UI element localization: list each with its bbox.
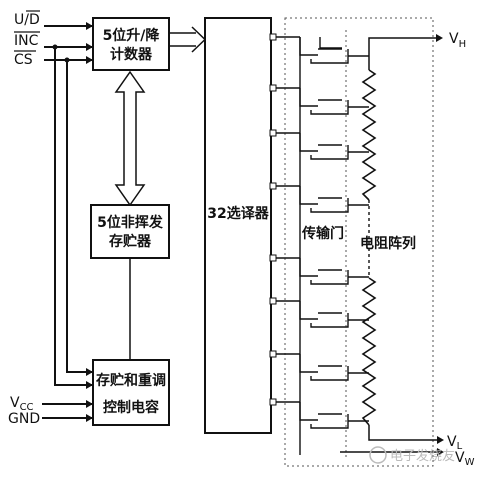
gate-channel-6 — [310, 313, 349, 328]
resistor-chain — [361, 69, 377, 426]
gate-channel-5 — [310, 270, 349, 285]
watermark: 电子发烧友 — [369, 446, 455, 464]
array-enclosure — [284, 17, 434, 467]
selector-pin-8 — [269, 398, 277, 406]
resistors-label: 电阻阵列 — [360, 235, 416, 252]
gate-wire-3 — [299, 133, 318, 152]
ud-arrow — [86, 22, 93, 30]
pin-ud-label: U/D — [14, 12, 40, 28]
memory-label-2: 存贮器 — [109, 233, 152, 250]
resistor-segment-1 — [361, 69, 377, 201]
gate-wire-5 — [299, 258, 318, 277]
input-arrowheads — [52, 22, 93, 422]
pin-inc-label: INC — [14, 33, 39, 49]
control-label-2: 控制电容 — [103, 399, 159, 416]
vl-vw-terminals: VL VW — [340, 425, 475, 468]
counter-block: 5位升/降 计数器 — [92, 17, 170, 71]
gate-channel-7 — [310, 366, 349, 381]
gate-wire-2 — [299, 88, 318, 107]
pin-vl-label: VL — [447, 434, 463, 452]
pin-vh-label: VH — [449, 31, 466, 50]
pin-labels: U/D INC CS VCC GND — [8, 10, 40, 427]
gate-wire-4 — [299, 186, 318, 205]
selector-pin-4 — [269, 182, 277, 190]
selector-label: 32选译器 — [207, 205, 269, 222]
memory-box — [90, 204, 170, 259]
control-label-1: 存贮和重调 — [96, 372, 166, 389]
cs-to-ctrl-wire — [66, 60, 92, 373]
gate-channel-4 — [310, 198, 349, 213]
cs-junction — [64, 57, 70, 63]
watermark-text: 电子发烧友 — [390, 448, 455, 464]
selector-block: 32选译器 — [204, 17, 272, 434]
control-block: 存贮和重调 控制电容 — [92, 359, 170, 426]
input-wires — [42, 25, 92, 419]
counter-to-selector-bus — [170, 26, 207, 53]
gate-channel-2 — [310, 100, 349, 115]
gates-label: 传输门 — [301, 225, 344, 242]
counter-label-2: 计数器 — [110, 46, 153, 63]
counter-label-1: 5位升/降 — [103, 27, 161, 44]
gnd-arrow — [86, 414, 93, 422]
gate-wire-1 — [299, 37, 318, 56]
inc-to-ctrl-wire — [54, 47, 92, 386]
cs-arrow — [86, 56, 93, 64]
watermark-logo-icon — [369, 446, 387, 464]
memory-label-1: 5位非挥发 — [97, 214, 164, 231]
pin-vcc-label: VCC — [10, 395, 34, 413]
gate-channel-8 — [310, 414, 349, 429]
counter-box — [92, 17, 170, 71]
gate-wire-7 — [299, 354, 318, 373]
cs-ctrl-arrow — [86, 368, 93, 376]
resistor-segment-2 — [361, 277, 377, 426]
selector-pin-7 — [269, 350, 277, 358]
vcc-arrow — [86, 400, 93, 408]
transmission-gates — [269, 33, 369, 455]
memory-block: 5位非挥发 存贮器 — [90, 204, 170, 259]
control-box — [92, 359, 170, 426]
pin-vw-label: VW — [455, 450, 475, 468]
selector-pin-5 — [269, 254, 277, 262]
selector-pin-2 — [269, 84, 277, 92]
inc-arrow — [86, 43, 93, 51]
inc-ctrl-arrow — [86, 381, 93, 389]
pin-cs-label: CS — [14, 52, 33, 68]
selector-box — [204, 17, 272, 434]
pin-gnd-label: GND — [8, 411, 40, 427]
gate-wire-6 — [299, 301, 318, 320]
top-gate-stub — [319, 37, 342, 49]
inc-junction — [52, 44, 58, 50]
gate-channel-3 — [310, 145, 349, 160]
gate-channel-1 — [310, 49, 349, 64]
gate-wire-8 — [299, 402, 318, 421]
selector-pin-1 — [269, 33, 277, 41]
selector-pin-3 — [269, 129, 277, 137]
vh-terminal: VH — [368, 31, 466, 70]
counter-memory-bus — [114, 70, 146, 207]
selector-pin-6 — [269, 297, 277, 305]
